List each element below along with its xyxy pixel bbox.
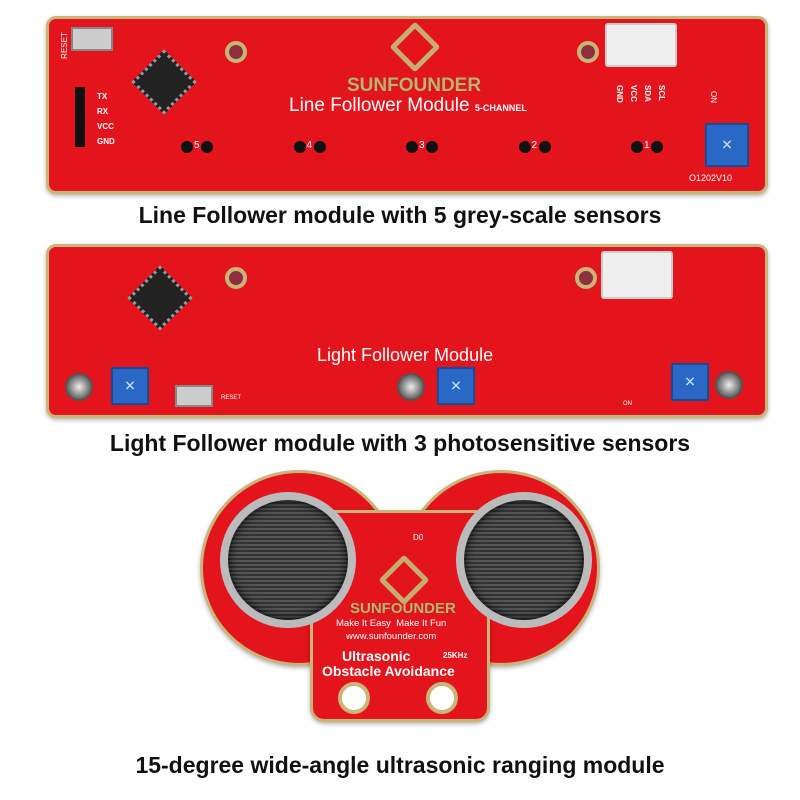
led-label: D0	[413, 533, 424, 542]
mounting-hole	[225, 267, 247, 289]
subtitle-text: 5-CHANNEL	[474, 103, 527, 113]
title-text: Line Follower Module	[289, 95, 470, 116]
sensor-channel-3: 3	[406, 137, 438, 159]
slogan: Make It Easy Make It Fun	[336, 618, 447, 629]
ultrasonic-receiver	[456, 492, 592, 628]
sensor-channel-5: 5	[181, 137, 213, 159]
subtitle: Obstacle Avoidance	[322, 663, 455, 679]
module-title: Line Follower Module 5-CHANNEL	[289, 95, 527, 117]
sensor-channel-4: 4	[293, 137, 326, 159]
frequency-label: 25KHz	[443, 651, 468, 660]
mounting-hole	[577, 41, 599, 63]
sensor-channel-1: 1	[631, 137, 663, 159]
pin-rx: RX	[97, 107, 109, 116]
pin-vcc: VCC	[629, 85, 638, 102]
version-label: O1202V10	[689, 173, 733, 183]
sensor-channel-2: 2	[518, 137, 551, 159]
mounting-hole	[575, 267, 597, 289]
mounting-hole	[426, 682, 458, 714]
i2c-connector	[605, 23, 677, 67]
reset-button	[71, 27, 113, 51]
connector-pin-labels: GND VCC SDA SCL	[615, 85, 666, 103]
potentiometer-middle	[437, 367, 475, 405]
potentiometer	[705, 123, 749, 167]
pin-header	[75, 87, 85, 147]
microcontroller-chip	[127, 265, 193, 331]
website: www.sunfounder.com	[346, 631, 437, 642]
light-follower-board: Light Follower Module RESET ON	[46, 244, 768, 418]
photoresistor-right	[715, 371, 743, 399]
on-label: ON	[709, 91, 718, 103]
mounting-hole	[225, 41, 247, 63]
reset-label: RESET	[59, 32, 69, 59]
reset-button	[175, 385, 213, 407]
pin-vcc: VCC	[97, 122, 114, 131]
reset-label: RESET	[221, 395, 242, 401]
pin-tx: TX	[97, 92, 108, 101]
sensor-channels: 5 4 3 2 1	[181, 137, 663, 159]
ultrasonic-board: D0 SUNFOUNDER Make It Easy Make It Fun w…	[200, 470, 600, 722]
potentiometer-left	[111, 367, 149, 405]
pin-sda: SDA	[643, 85, 652, 102]
light-follower-caption: Light Follower module with 3 photosensit…	[109, 430, 691, 456]
brand-label: SUNFOUNDER	[350, 600, 456, 617]
left-pin-labels: TX RX VCC GND	[97, 89, 115, 149]
connector	[601, 251, 673, 299]
pin-gnd: GND	[615, 85, 624, 103]
line-follower-board: RESET SUNFOUNDER Line Follower Module 5-…	[46, 16, 768, 194]
sunfounder-logo-icon	[389, 21, 441, 73]
ultrasonic-caption: 15-degree wide-angle ultrasonic ranging …	[135, 752, 665, 778]
line-follower-caption: Line Follower module with 5 grey-scale s…	[138, 202, 662, 228]
photoresistor-middle	[397, 373, 425, 401]
brand-label: SUNFOUNDER	[347, 75, 482, 96]
on-label: ON	[623, 401, 632, 407]
mounting-hole	[338, 682, 370, 714]
ultrasonic-transmitter	[220, 492, 356, 628]
potentiometer-right	[671, 363, 709, 401]
microcontroller-chip	[131, 49, 197, 115]
photoresistor-left	[65, 373, 93, 401]
pin-gnd: GND	[97, 137, 115, 146]
pin-scl: SCL	[657, 85, 666, 101]
title: Ultrasonic	[342, 648, 411, 664]
module-title: Light Follower Module	[317, 345, 494, 365]
